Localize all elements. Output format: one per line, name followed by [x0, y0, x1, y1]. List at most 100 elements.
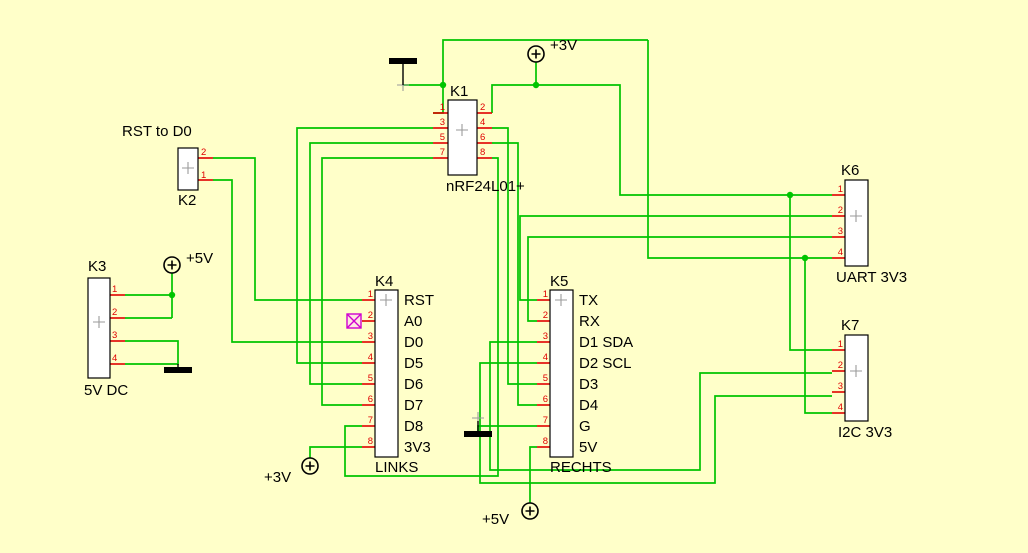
- k5-pin-number: 3: [543, 331, 548, 342]
- k1-pin-stubs[interactable]: [433, 112, 492, 159]
- k7-sub: I2C 3V3: [838, 424, 892, 441]
- ground-symbol-left[interactable]: [164, 364, 192, 373]
- noconnect-marker[interactable]: [346, 313, 362, 329]
- power-label-5v-left: +5V: [186, 250, 213, 267]
- origin-cross: [93, 316, 105, 328]
- k2-pin-number: 2: [201, 147, 206, 158]
- plus-icon: [167, 260, 177, 270]
- wire[interactable]: [492, 127, 537, 385]
- junction-dot: [786, 191, 794, 199]
- wire[interactable]: [309, 142, 433, 385]
- connector-k4-body[interactable]: [374, 289, 399, 458]
- k5-pin-label: RX: [579, 313, 600, 330]
- connector-k7-body[interactable]: [844, 334, 869, 422]
- wire[interactable]: [529, 446, 537, 503]
- wire[interactable]: [296, 127, 433, 364]
- wires: [125, 39, 832, 503]
- wire[interactable]: [309, 446, 362, 458]
- ground-symbol-mid[interactable]: [464, 421, 492, 437]
- ground-bar: [164, 367, 192, 373]
- k5-pin-number: 4: [543, 352, 548, 363]
- wire[interactable]: [125, 340, 179, 365]
- junction-dot: [439, 81, 447, 89]
- power-symbol-5v-left[interactable]: [163, 256, 181, 274]
- k3-pin-number: 2: [112, 307, 117, 318]
- k1-pin-number: 1: [440, 102, 445, 113]
- origin-cross: [850, 210, 862, 222]
- k4-pin-label: D8: [404, 418, 423, 435]
- k3-pin-stubs[interactable]: [110, 294, 125, 365]
- k6-pin-stubs[interactable]: [832, 194, 845, 259]
- k3-pin-number: 3: [112, 330, 117, 341]
- k2-pin-stubs[interactable]: [198, 157, 213, 181]
- wire[interactable]: [479, 362, 832, 484]
- k1-sub: nRF24L01+: [446, 178, 525, 195]
- k5-pin-label: D2 SCL: [579, 355, 632, 372]
- k4-pin-stubs[interactable]: [362, 299, 375, 448]
- ground-symbol-top[interactable]: [389, 58, 417, 85]
- power-symbol-3v-bottom[interactable]: [301, 457, 319, 475]
- k5-pin-label: D4: [579, 397, 598, 414]
- wire[interactable]: [213, 157, 362, 301]
- ground-bar: [389, 58, 417, 64]
- k5-pin-number: 6: [543, 394, 548, 405]
- k1-pin-number: 5: [440, 132, 445, 143]
- wire[interactable]: [344, 157, 499, 477]
- origin-cross: [850, 365, 862, 377]
- k3-pin-number: 4: [112, 353, 117, 364]
- wire[interactable]: [647, 40, 832, 259]
- connector-k1-body[interactable]: [447, 99, 478, 176]
- junction-dot: [168, 291, 176, 299]
- power-circle: [527, 45, 545, 63]
- power-label-3v-bottom: +3V: [264, 469, 291, 486]
- origin-cross: [380, 294, 392, 306]
- wire[interactable]: [321, 157, 433, 406]
- k4-name: K4: [375, 273, 393, 290]
- k3-pin-number: 1: [112, 284, 117, 295]
- wire[interactable]: [527, 236, 832, 322]
- k4-pin-label: D5: [404, 355, 423, 372]
- k5-pin-number: 5: [543, 373, 548, 384]
- wire[interactable]: [477, 425, 537, 431]
- wire[interactable]: [804, 258, 832, 414]
- k4-pin-number: 3: [368, 331, 373, 342]
- k5-pin-label: 5V: [579, 439, 597, 456]
- k7-pin-stubs[interactable]: [832, 349, 845, 414]
- power-circle: [301, 457, 319, 475]
- wire[interactable]: [489, 341, 832, 471]
- wire[interactable]: [789, 195, 832, 351]
- power-symbol-5v-bottom[interactable]: [521, 502, 539, 520]
- k4-pin-label: RST: [404, 292, 434, 309]
- junction-dot: [801, 254, 809, 262]
- power-symbol-3v-top[interactable]: [527, 45, 545, 63]
- wire[interactable]: [492, 142, 537, 406]
- k6-pin-number: 1: [838, 184, 843, 195]
- k7-pin-number: 3: [838, 381, 843, 392]
- k5-pin-label: G: [579, 418, 591, 435]
- power-label-5v-bottom: +5V: [482, 511, 509, 528]
- noconnect-x-icon: [346, 313, 362, 329]
- k4-pin-label: D7: [404, 397, 423, 414]
- plus-icon: [305, 461, 315, 471]
- k5-pin-number: 1: [543, 289, 548, 300]
- k5-pin-label: D3: [579, 376, 598, 393]
- k1-pin-number: 7: [440, 147, 445, 158]
- k5-pin-stubs[interactable]: [537, 299, 550, 448]
- k4-pin-number: 4: [368, 352, 373, 363]
- k4-pin-label: D6: [404, 376, 423, 393]
- wire[interactable]: [213, 179, 362, 343]
- wire[interactable]: [491, 84, 832, 196]
- k4-pin-number: 1: [368, 289, 373, 300]
- k6-pin-number: 3: [838, 226, 843, 237]
- plus-icon: [531, 49, 541, 59]
- k5-sub: RECHTS: [550, 459, 612, 476]
- k2-note: RST to D0: [122, 123, 192, 140]
- k3-sub: 5V DC: [84, 382, 128, 399]
- junction-dot: [532, 81, 540, 89]
- connector-k6-body[interactable]: [844, 179, 869, 267]
- k5-pin-label: TX: [579, 292, 598, 309]
- connector-k5-body[interactable]: [549, 289, 574, 458]
- k4-pin-number: 5: [368, 373, 373, 384]
- k1-pin-number: 6: [480, 132, 485, 143]
